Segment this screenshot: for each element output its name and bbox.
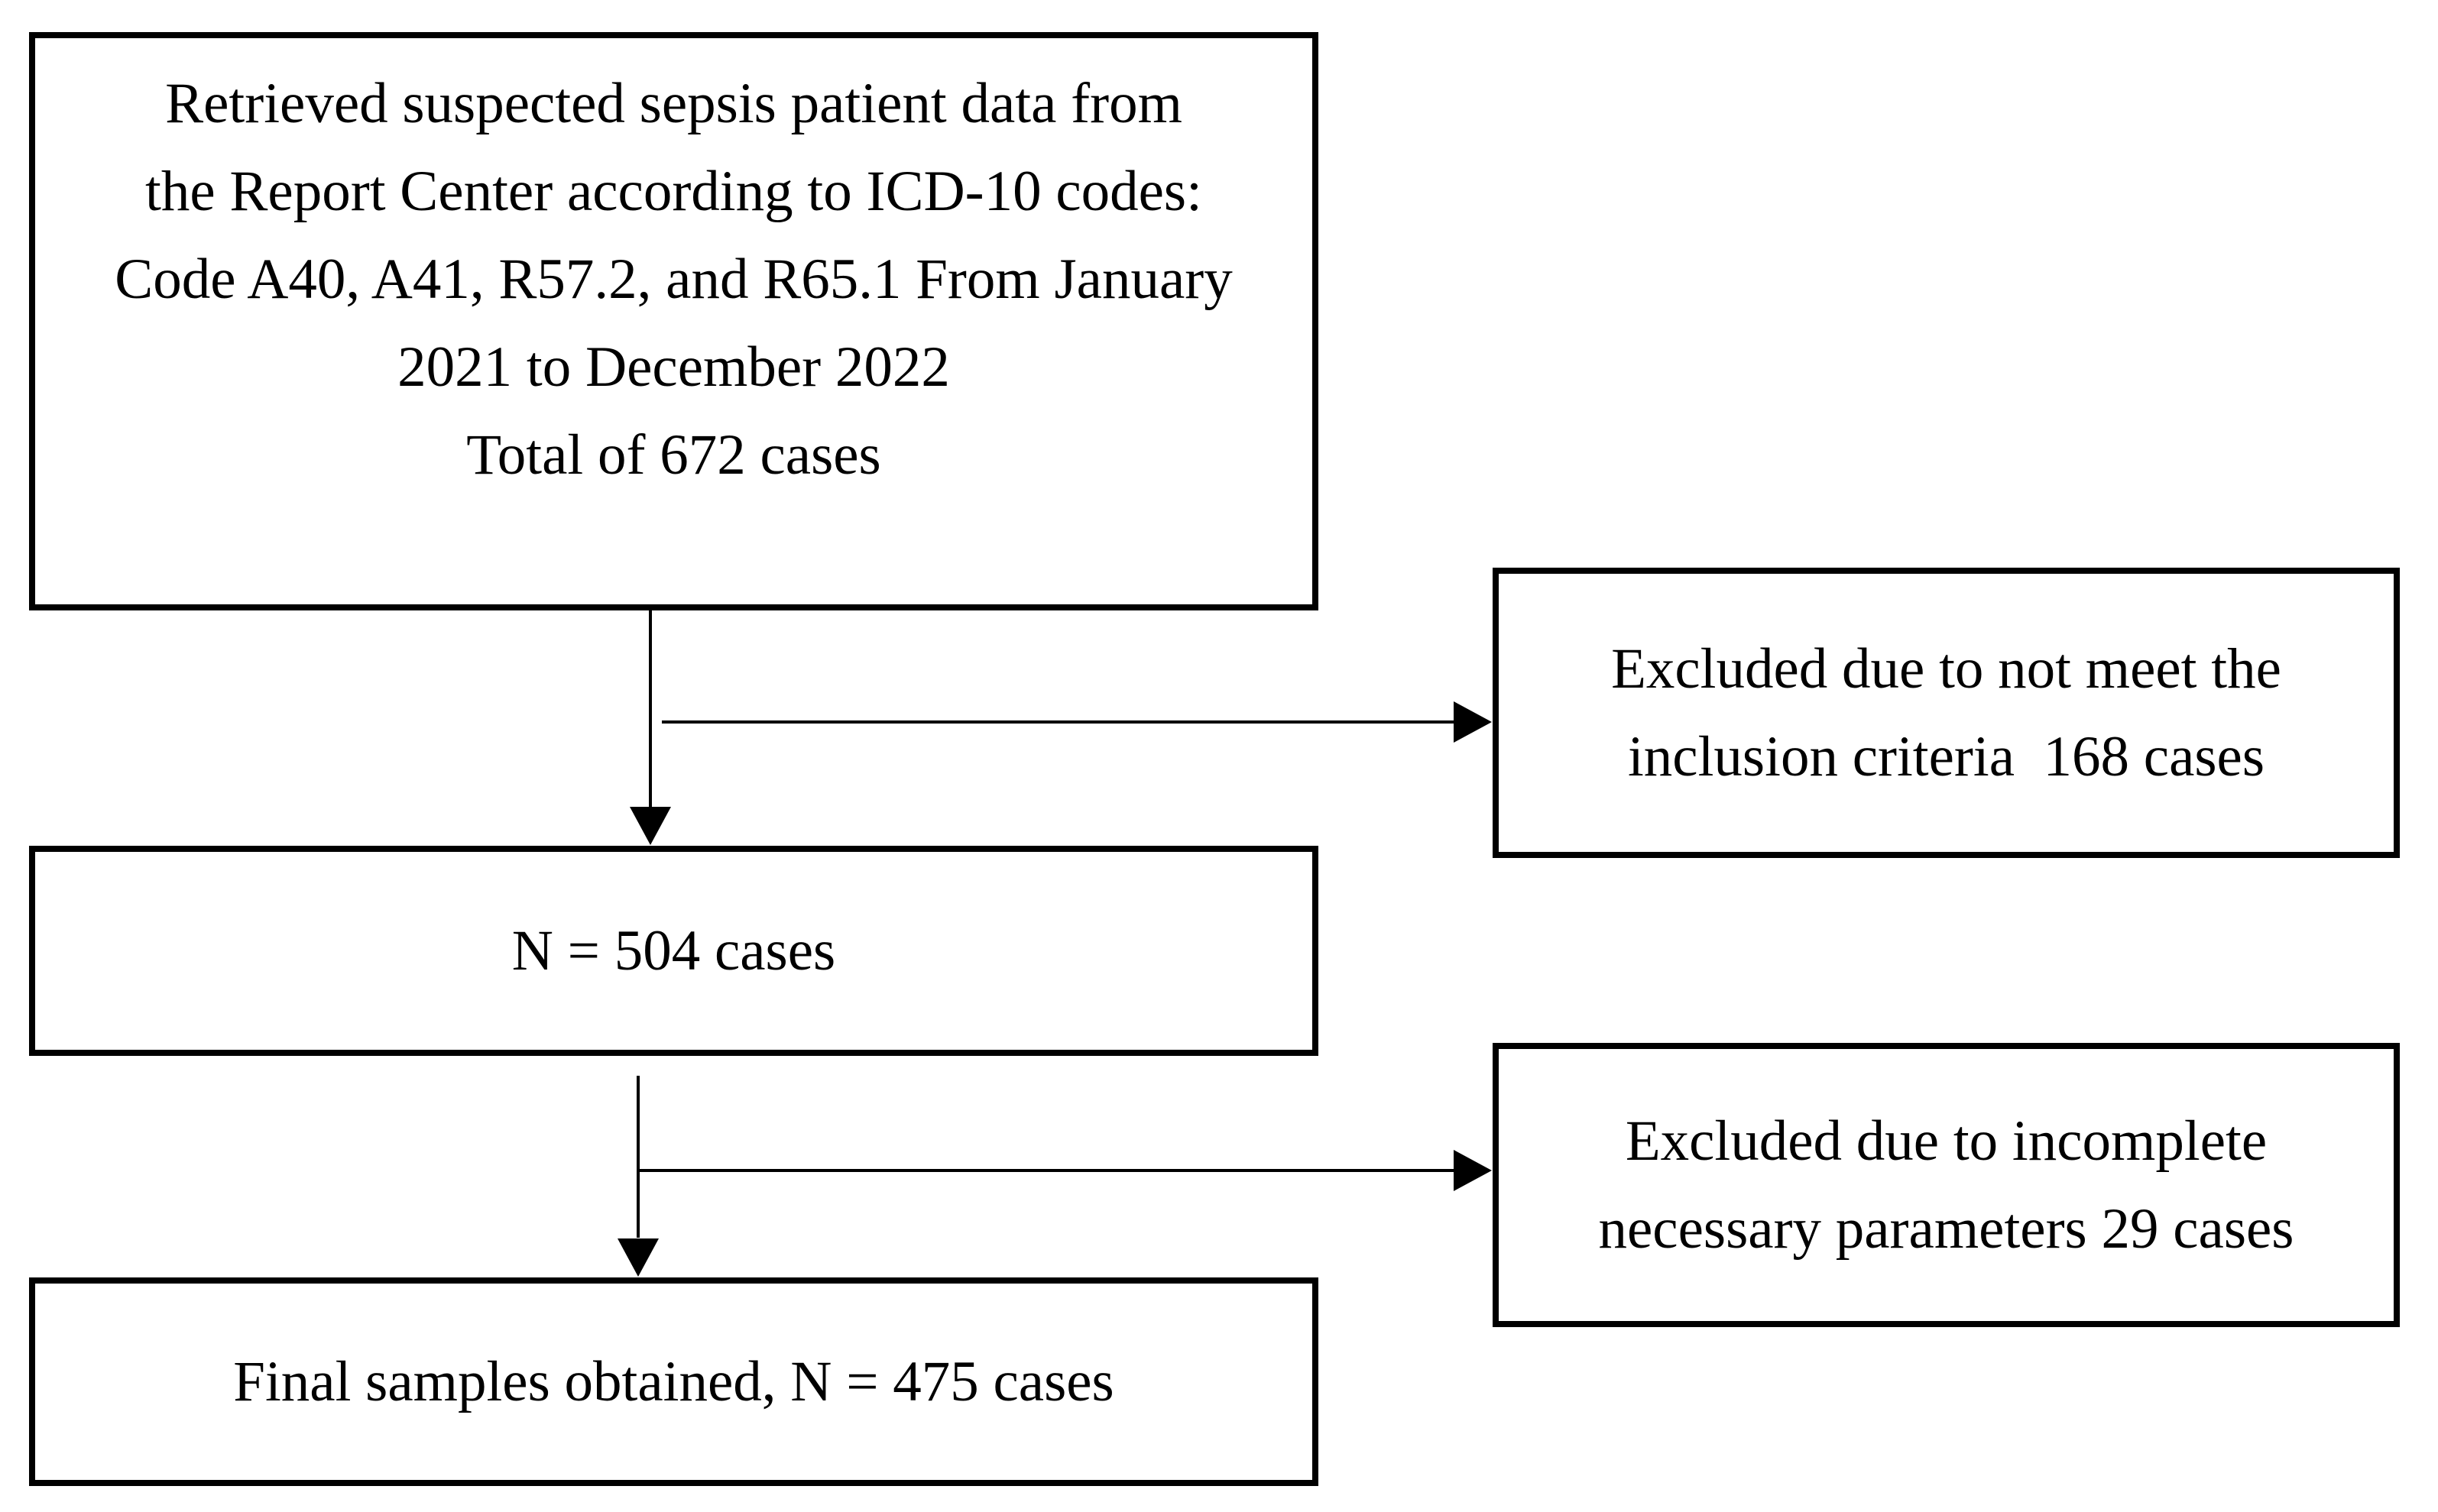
source-data-box: Retrieved suspected sepsis patient data …: [29, 32, 1318, 610]
excluded-inclusion-line-1: Excluded due to not meet the: [1611, 637, 2281, 701]
excluded-inclusion-box: Excluded due to not meet the inclusion c…: [1493, 568, 2400, 858]
arrow-down-icon: [618, 1238, 659, 1277]
final-samples-box: Final samples obtained, N = 475 cases: [29, 1277, 1318, 1486]
excluded-inclusion-line-2: inclusion criteria 168 cases: [1627, 725, 2265, 788]
arrow-right-icon: [1454, 701, 1492, 743]
connector-cohort-to-final: [637, 1076, 640, 1238]
arrow-down-icon: [630, 807, 671, 845]
cohort-text: N = 504 cases: [511, 919, 836, 983]
connector-to-exclusion-1: [662, 720, 1454, 724]
source-line-2: the Report Center according to ICD-10 co…: [145, 160, 1202, 223]
source-line-3: Code A40, A41, R57.2, and R65.1 From Jan…: [115, 248, 1233, 311]
arrow-right-icon: [1454, 1150, 1492, 1191]
excluded-parameters-line-1: Excluded due to incomplete: [1625, 1109, 2268, 1173]
connector-to-exclusion-2: [638, 1169, 1454, 1172]
source-line-4: 2021 to December 2022: [397, 335, 950, 399]
cohort-box: N = 504 cases: [29, 846, 1318, 1056]
excluded-parameters-line-2: necessary parameters 29 cases: [1598, 1197, 2294, 1261]
connector-source-to-cohort: [649, 610, 652, 808]
final-text: Final samples obtained, N = 475 cases: [233, 1350, 1114, 1413]
source-line-1: Retrieved suspected sepsis patient data …: [165, 72, 1182, 135]
excluded-parameters-box: Excluded due to incomplete necessary par…: [1493, 1043, 2400, 1327]
source-line-5: Total of 672 cases: [466, 423, 881, 487]
